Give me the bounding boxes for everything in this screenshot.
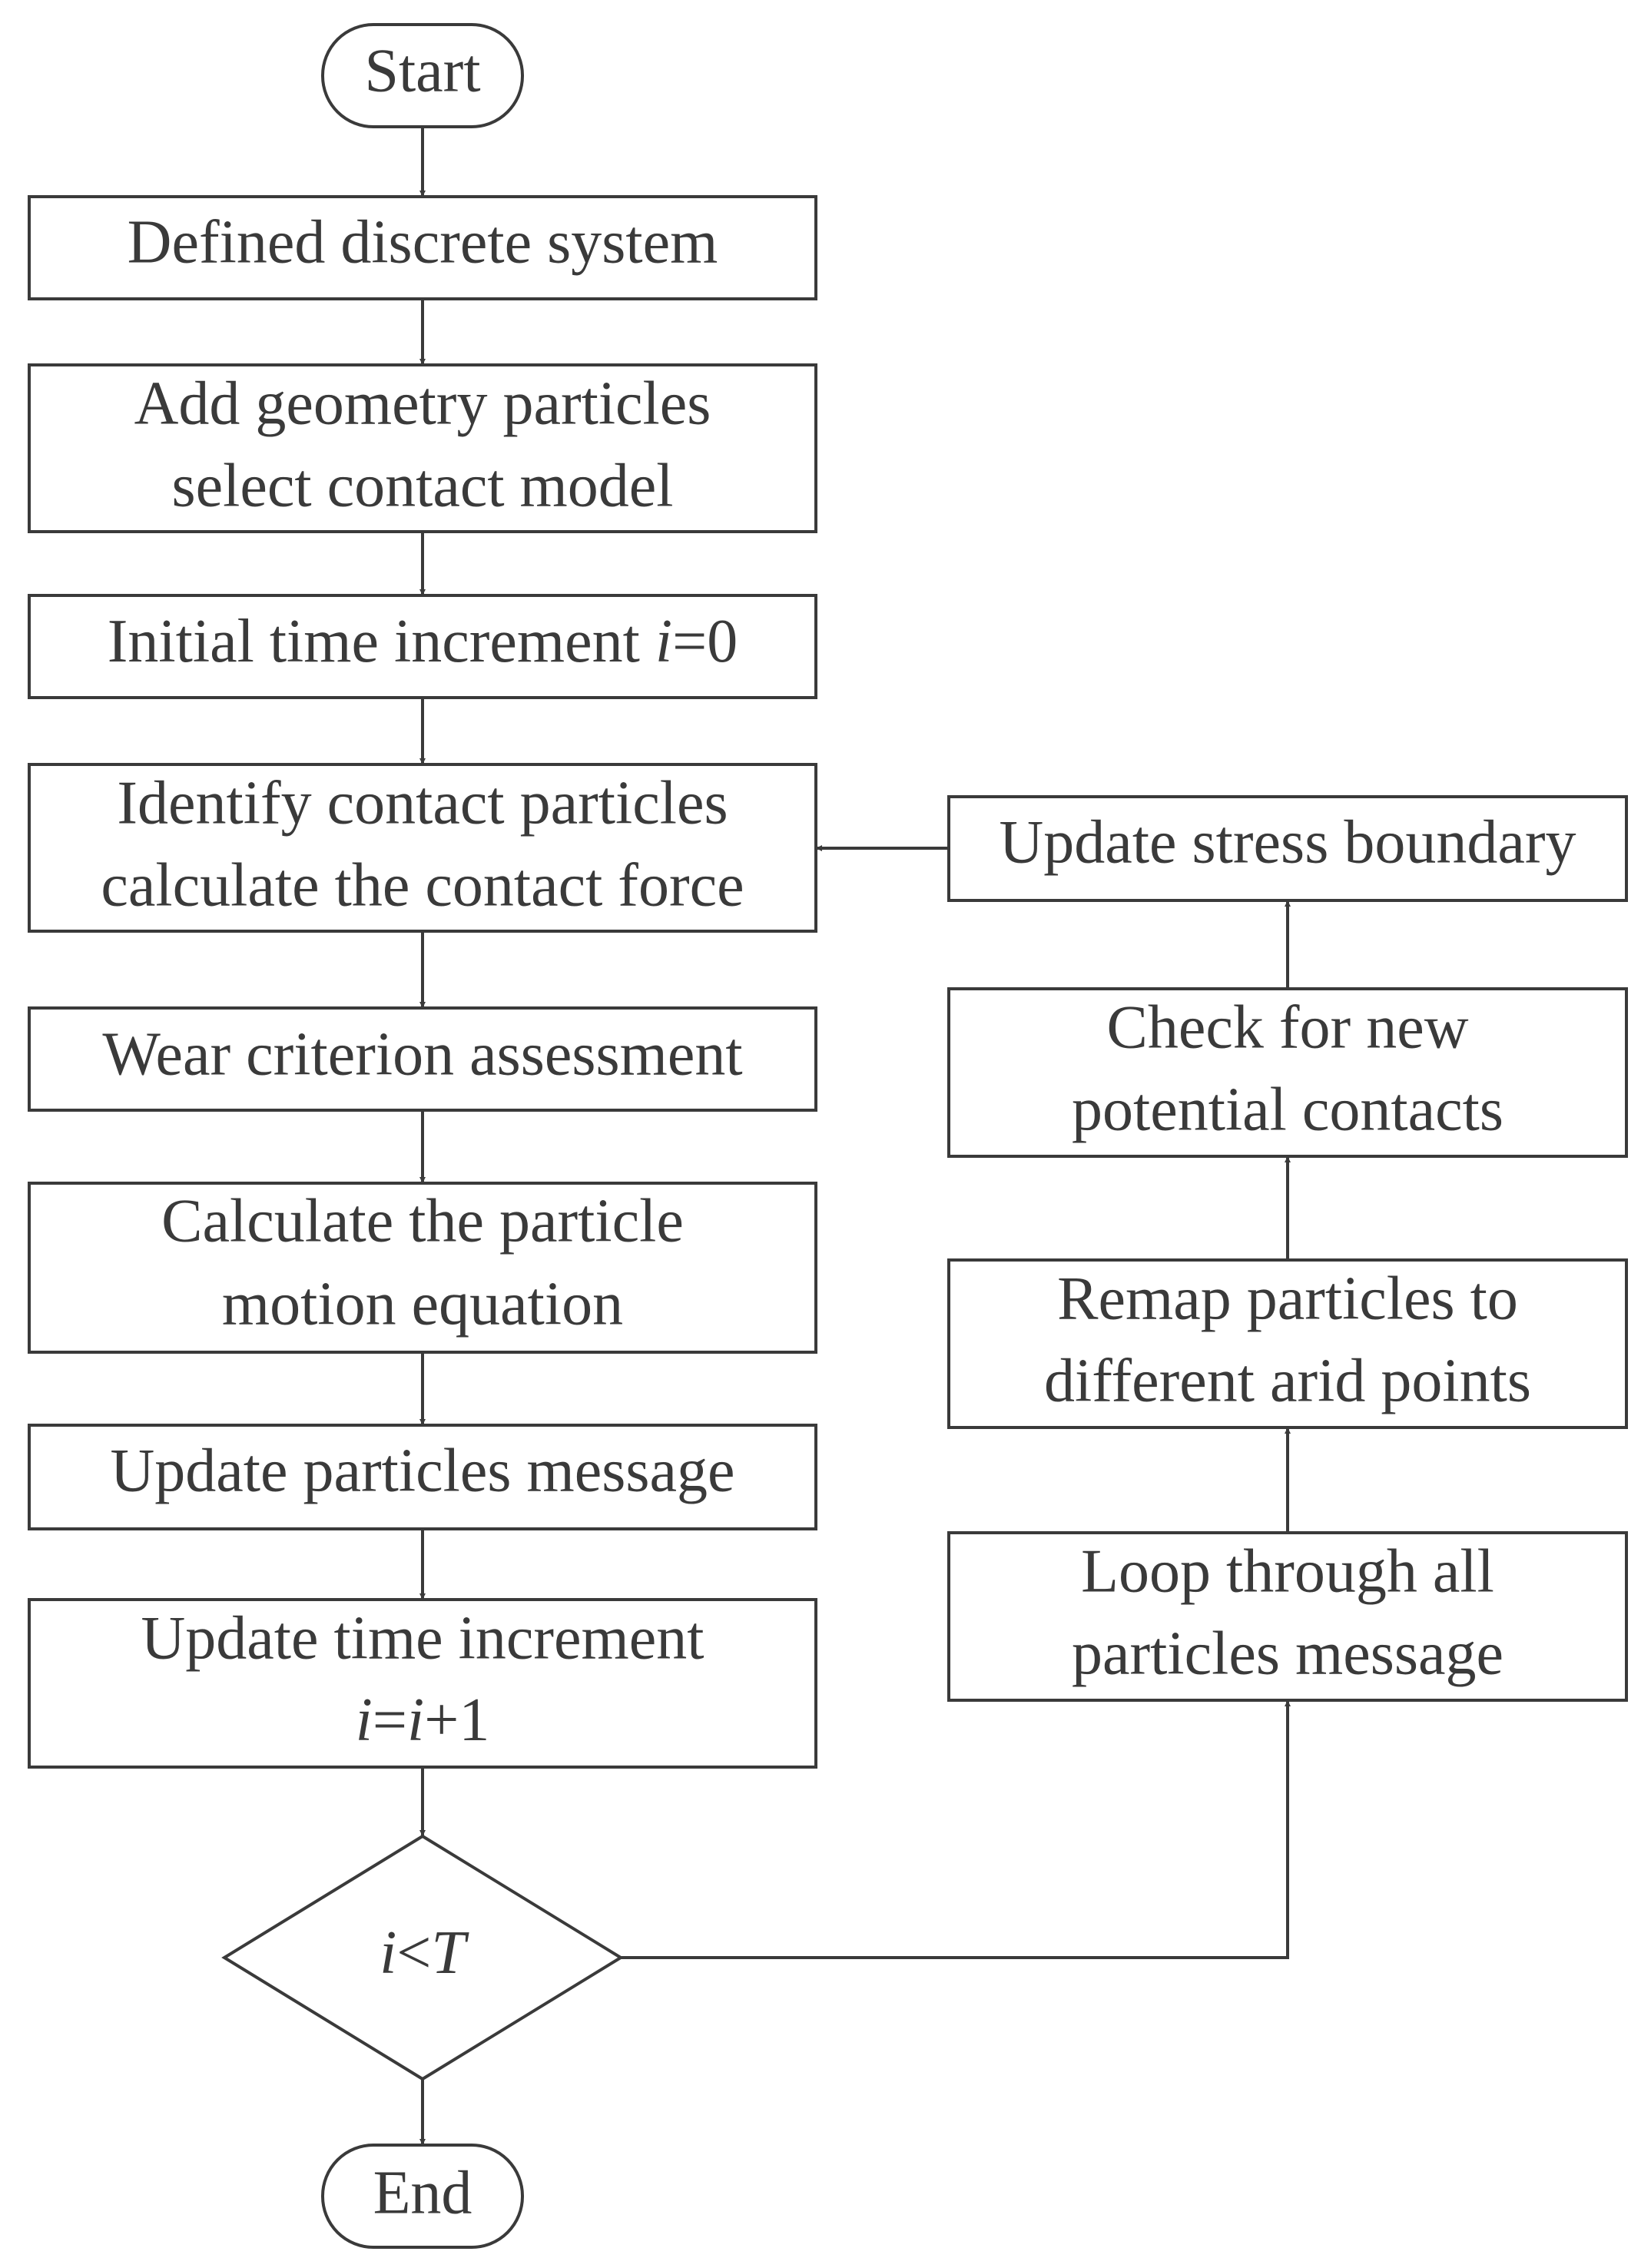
initial-increment-node: Initial time increment i=0 (28, 594, 817, 699)
check-contacts-line2: potential contacts (1072, 1076, 1503, 1143)
arrow-decision-to-loop (621, 1700, 1291, 1959)
wear-criterion-node: Wear criterion assessment (28, 1006, 817, 1112)
remap-particles-line2: different arid points (1044, 1347, 1531, 1414)
define-system-node: Defined discrete system (28, 195, 817, 300)
update-increment-var2: i (407, 1686, 424, 1754)
motion-equation-node: Calculate the particle motion equation (28, 1182, 817, 1354)
define-system-label: Defined discrete system (128, 208, 718, 276)
connectors (419, 127, 1291, 2145)
update-increment-line2: i=i+1 (356, 1686, 490, 1754)
initial-increment-var: i (655, 608, 672, 675)
check-contacts-node: Check for new potential contacts (947, 987, 1628, 1158)
initial-increment-text: Initial time increment (108, 608, 655, 675)
update-increment-var1: i (356, 1686, 373, 1754)
end-label: End (373, 2159, 472, 2227)
check-contacts-line1: Check for new (1107, 993, 1469, 1061)
update-particles-label: Update particles message (110, 1437, 734, 1504)
update-particles-node: Update particles message (28, 1424, 817, 1530)
add-geometry-node: Add geometry particles select contact mo… (28, 363, 817, 533)
decision-var2: T (431, 1919, 469, 1987)
initial-increment-label: Initial time increment i=0 (108, 608, 738, 675)
remap-particles-node: Remap particles to different arid points (947, 1258, 1628, 1429)
update-increment-line1: Update time increment (141, 1604, 704, 1672)
update-stress-node: Update stress boundary (947, 795, 1628, 902)
decision-label: i<T (380, 1919, 469, 1987)
add-geometry-line1: Add geometry particles (134, 370, 711, 437)
loop-particles-line2: particles message (1072, 1620, 1503, 1687)
loop-particles-node: Loop through all particles message (947, 1531, 1628, 1702)
decision-var1: i (380, 1919, 396, 1987)
identify-contact-line2: calculate the contact force (101, 851, 744, 919)
wear-criterion-label: Wear criterion assessment (102, 1020, 742, 1088)
identify-contact-node: Identify contact particles calculate the… (28, 763, 817, 933)
remap-particles-line1: Remap particles to (1057, 1265, 1518, 1332)
end-node: End (321, 2144, 524, 2249)
start-node: Start (321, 23, 524, 128)
identify-contact-line1: Identify contact particles (117, 769, 728, 837)
start-label: Start (364, 37, 480, 104)
update-increment-eq: = (373, 1686, 407, 1754)
update-increment-node: Update time increment i=i+1 (28, 1598, 817, 1769)
initial-increment-value: =0 (672, 608, 738, 675)
update-increment-plus: +1 (424, 1686, 489, 1754)
add-geometry-line2: select contact model (171, 452, 673, 519)
decision-op: < (396, 1919, 431, 1987)
decision-node: i<T (221, 1834, 624, 2081)
motion-equation-line2: motion equation (222, 1270, 623, 1338)
loop-particles-line1: Loop through all (1081, 1537, 1494, 1605)
update-stress-label: Update stress boundary (1000, 808, 1576, 876)
motion-equation-line1: Calculate the particle (161, 1187, 684, 1255)
